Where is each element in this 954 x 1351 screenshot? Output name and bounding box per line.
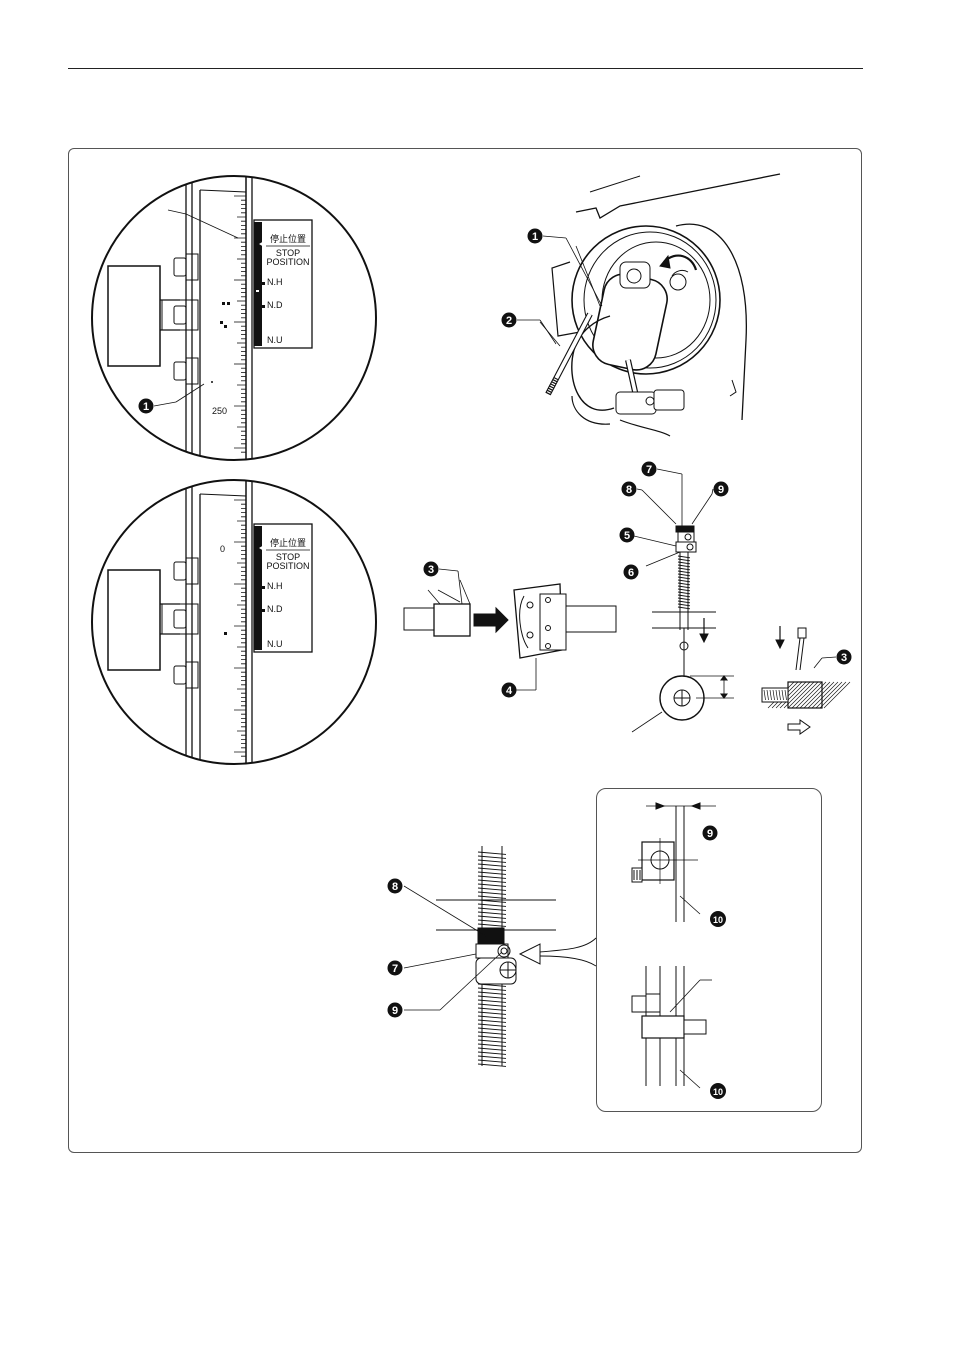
svg-text:N.D: N.D — [267, 604, 283, 614]
svg-text:停止位置: 停止位置 — [270, 537, 306, 548]
callout-3-gauge: 3 — [423, 561, 439, 577]
svg-text:6: 6 — [628, 567, 634, 579]
svg-text:1: 1 — [532, 231, 538, 243]
svg-text:9: 9 — [707, 828, 713, 840]
callout-7-needle: 7 — [641, 461, 657, 477]
motor-pulley-illustration — [539, 173, 781, 437]
svg-text:N.U: N.U — [267, 639, 283, 649]
svg-text:停止位置: 停止位置 — [270, 233, 306, 244]
svg-text:8: 8 — [392, 881, 398, 893]
callout-1-top-scale: 1 — [138, 398, 154, 414]
scale-detail-bottom — [91, 479, 377, 765]
svg-text:0: 0 — [220, 544, 225, 554]
svg-text:1: 1 — [143, 401, 149, 413]
svg-text:3: 3 — [841, 652, 847, 664]
svg-text:POSITION: POSITION — [266, 561, 309, 571]
callout-9-collar: 9 — [387, 1002, 403, 1018]
svg-text:10: 10 — [713, 1087, 723, 1097]
callout-8-collar: 8 — [387, 878, 403, 894]
svg-text:9: 9 — [392, 1005, 398, 1017]
hook-gauge-illustration — [403, 579, 617, 691]
callout-9-needle: 9 — [713, 481, 729, 497]
scale-detail-top — [91, 175, 377, 461]
callout-8-needle: 8 — [621, 481, 637, 497]
svg-text:9: 9 — [718, 484, 724, 496]
callout-10-inset-top: 10 — [710, 911, 726, 927]
header-rule — [68, 68, 863, 69]
svg-text:7: 7 — [392, 963, 398, 975]
svg-text:N.H: N.H — [267, 581, 283, 591]
svg-text:2: 2 — [506, 315, 512, 327]
callout-1-motor: 1 — [527, 228, 543, 244]
svg-text:N.H: N.H — [267, 277, 283, 287]
stop-position-panel-top: 停止位置 STOP POSITION N.H N.D N.U 250 — [211, 233, 310, 416]
inset-illustration — [631, 802, 716, 1089]
svg-text:3: 3 — [428, 564, 434, 576]
figure-frame — [68, 148, 862, 1153]
svg-text:4: 4 — [506, 685, 513, 697]
callout-3-side: 3 — [836, 649, 852, 665]
svg-text:STOP: STOP — [276, 552, 300, 562]
callout-10-inset-bottom: 10 — [710, 1083, 726, 1099]
stop-position-panel-bottom: 停止位置 STOP POSITION N.H N.D N.U 0 — [220, 537, 310, 649]
callout-4-hook: 4 — [501, 682, 517, 698]
callout-badges: 1 1 2 7 8 9 5 6 3 4 3 — [138, 209, 852, 1099]
svg-text:N.D: N.D — [267, 300, 283, 310]
detail-inset-frame — [596, 788, 822, 1112]
svg-text:STOP: STOP — [276, 248, 300, 258]
callout-9-inset: 9 — [702, 825, 718, 841]
callout-6-needle: 6 — [623, 564, 639, 580]
svg-text:250: 250 — [212, 406, 227, 416]
callout-5-needle: 5 — [619, 527, 635, 543]
callout-2-motor: 2 — [501, 312, 517, 328]
needle-bar-collar-detail — [403, 846, 597, 1067]
svg-text:POSITION: POSITION — [266, 257, 309, 267]
svg-text:N.U: N.U — [267, 335, 283, 345]
svg-text:7: 7 — [646, 464, 652, 476]
callout-7-collar: 7 — [387, 960, 403, 976]
svg-text:8: 8 — [626, 484, 632, 496]
svg-text:10: 10 — [713, 915, 723, 925]
svg-text:5: 5 — [624, 530, 630, 542]
needle-bar-illustration — [631, 474, 851, 735]
